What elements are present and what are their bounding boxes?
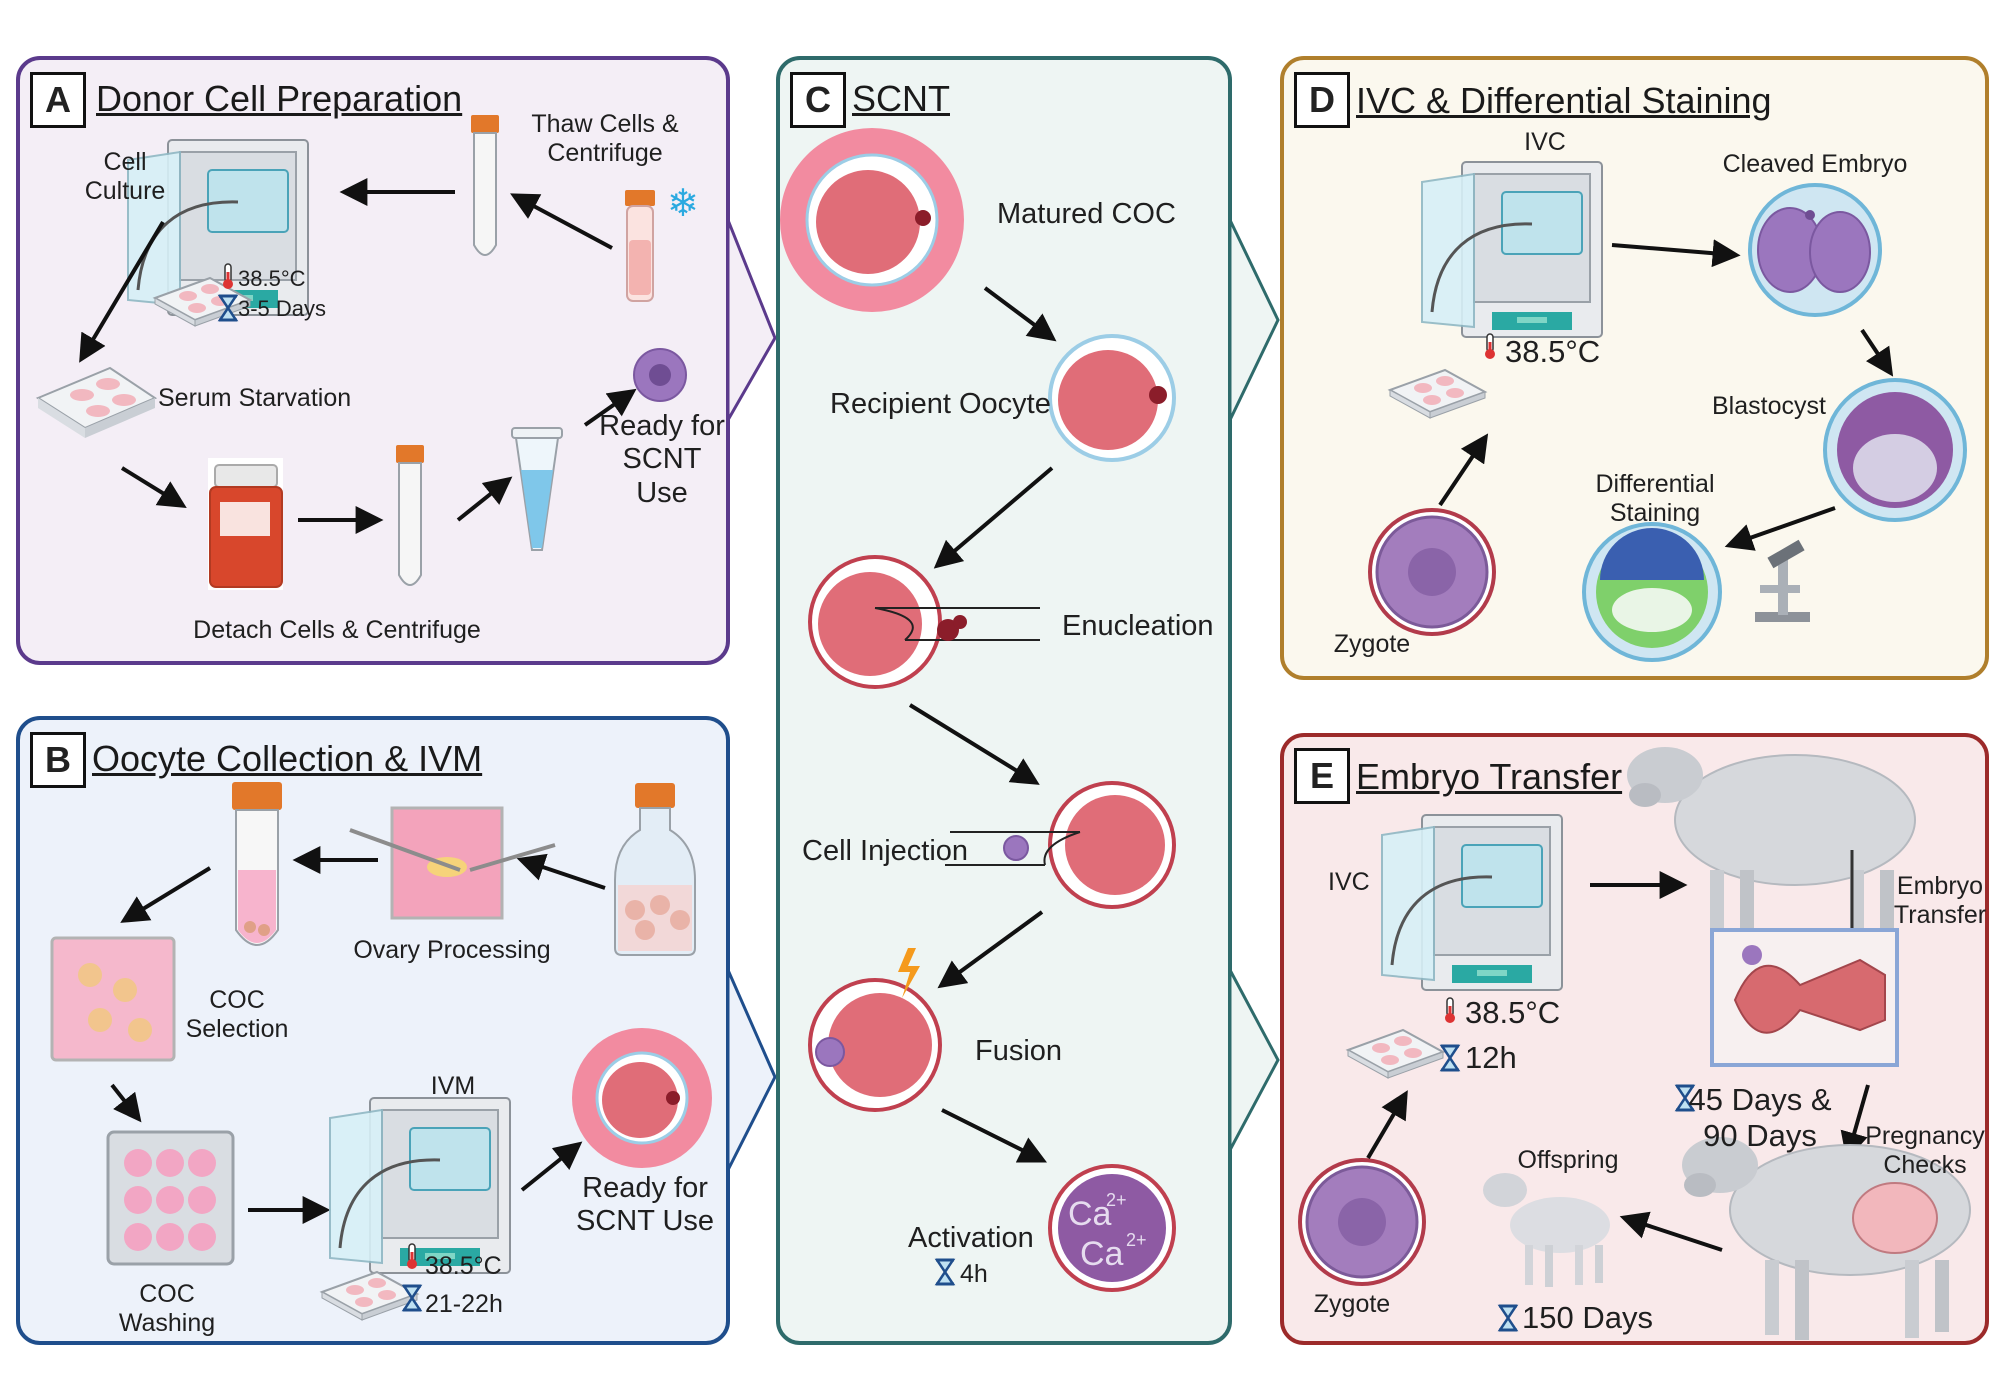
label-ca-3: Ca (1080, 1235, 1124, 1273)
panel-a-letter: A (30, 72, 86, 128)
donor-cell-icon (633, 348, 687, 402)
fusion-oocyte-icon (808, 978, 942, 1112)
panel-d-letter: D (1294, 72, 1350, 128)
label-offspring: Offspring (1517, 1146, 1619, 1174)
enucleation-oocyte-icon (808, 555, 1040, 689)
media-bottle-icon (614, 783, 696, 956)
label-detach-cells: Detach Cells & Centrifuge (193, 616, 481, 644)
label-ca-4: 2+ (1126, 1230, 1147, 1250)
well-plate-icon (35, 366, 158, 438)
ovary-dish-icon (349, 806, 556, 920)
thermometer-icon (1484, 333, 1496, 360)
centrifuge-tube-2-icon (395, 444, 425, 586)
activation-oocyte-icon (1048, 1164, 1176, 1292)
falcon-tube-icon (232, 782, 282, 946)
label-b-ready: Ready for SCNT Use (575, 1172, 715, 1238)
label-ovary-processing: Ovary Processing (353, 936, 551, 964)
label-b-temp: 38.5°C (425, 1252, 502, 1280)
label-cell-injection: Cell Injection (802, 835, 969, 867)
label-activation: Activation (908, 1222, 1034, 1254)
label-pregnancy-checks: Pregnancy Checks (1865, 1122, 1985, 1179)
label-ca-1: Ca (1068, 1195, 1112, 1233)
label-a-temp: 38.5°C (238, 266, 306, 291)
label-ivc-d: IVC (1524, 128, 1566, 156)
label-zygote-e: Zygote (1313, 1290, 1391, 1318)
matured-coc-b-icon (572, 1028, 712, 1168)
label-embryo-transfer: Embryo Transfer (1893, 872, 1987, 929)
label-zygote-d: Zygote (1333, 630, 1411, 658)
washing-plate-icon (106, 1130, 235, 1266)
matured-coc-icon (780, 128, 964, 312)
label-d-temp: 38.5°C (1505, 334, 1601, 369)
zygote-d-icon (1368, 508, 1496, 636)
label-thaw-cells: Thaw Cells & Centrifuge (531, 110, 679, 167)
label-coc-washing: COC Washing (118, 1280, 216, 1337)
label-differential-staining: Differential Staining (1595, 470, 1715, 527)
lightning-icon (898, 948, 920, 998)
reproductive-tract-icon (1710, 928, 1899, 1067)
label-a-duration: 3-5 Days (238, 296, 327, 321)
zygote-e-icon (1298, 1158, 1426, 1286)
thermometer-icon (1444, 997, 1456, 1024)
snowflake-icon: ❄ (667, 181, 699, 225)
label-gestation: 150 Days (1522, 1300, 1653, 1335)
label-serum-starvation: Serum Starvation (158, 384, 352, 412)
panel-d-title: IVC & Differential Staining (1356, 80, 1772, 121)
thermometer-icon (222, 263, 234, 290)
lamb-icon (1483, 1173, 1610, 1287)
label-e-temp: 38.5°C (1465, 995, 1561, 1030)
panel-b-letter: B (30, 732, 86, 788)
panel-e-title: Embryo Transfer (1356, 756, 1623, 797)
label-cleaved-embryo: Cleaved Embryo (1722, 150, 1908, 178)
label-cell-culture: Cell Culture (84, 148, 166, 205)
blastocyst-icon (1823, 378, 1967, 522)
label-blastocyst: Blastocyst (1712, 392, 1826, 420)
ivc-incubator-d-icon (1420, 160, 1604, 339)
label-recipient-oocyte: Recipient Oocyte (830, 388, 1051, 420)
cleaved-embryo-icon (1748, 183, 1882, 317)
panel-c-title: SCNT (852, 78, 950, 119)
label-checks-time: 45 Days & 90 Days (1688, 1082, 1832, 1153)
label-e-duration: 12h (1465, 1040, 1517, 1075)
label-ivm: IVM (430, 1072, 476, 1100)
label-b-duration: 21-22h (425, 1290, 503, 1318)
ivm-incubator-icon (328, 1096, 512, 1275)
thermometer-icon (406, 1243, 418, 1270)
cryovial-icon (625, 190, 655, 302)
label-matured-coc: Matured COC (997, 198, 1176, 230)
coc-selection-dish-icon (50, 936, 176, 1062)
stained-blastocyst-icon (1582, 522, 1722, 662)
label-ca-2: 2+ (1106, 1190, 1127, 1210)
injection-oocyte-icon (945, 781, 1176, 909)
recipient-oocyte-icon (1048, 334, 1176, 462)
label-fusion: Fusion (975, 1035, 1063, 1067)
microtube-icon (511, 427, 563, 551)
label-enucleation: Enucleation (1062, 610, 1214, 642)
microscope-icon (1755, 539, 1810, 622)
label-coc-selection: COC Selection (185, 986, 289, 1043)
culture-flask-icon (208, 458, 283, 590)
ivc-incubator-e-icon (1380, 813, 1564, 992)
panel-b-title: Oocyte Collection & IVM (92, 738, 483, 779)
label-activation-duration: 4h (960, 1260, 988, 1288)
panel-a-title: Donor Cell Preparation (96, 78, 463, 119)
label-a-ready: Ready for SCNT Use (599, 410, 725, 509)
panel-c-letter: C (790, 72, 846, 128)
panel-e-letter: E (1294, 748, 1350, 804)
centrifuge-tube-icon (470, 114, 500, 256)
label-ivc-e: IVC (1328, 868, 1370, 896)
